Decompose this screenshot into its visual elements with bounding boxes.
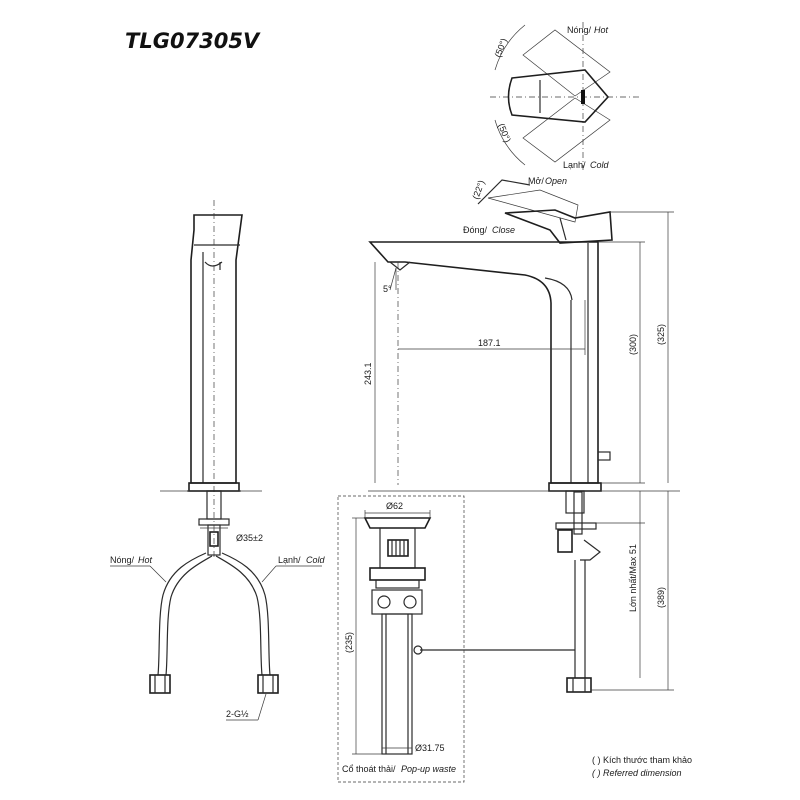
dim-325-label: (325): [656, 324, 666, 345]
hot-angle-label: (50°): [493, 37, 510, 59]
cold-handle-label-en: Cold: [590, 160, 610, 170]
cold-hose-nut: [257, 674, 279, 694]
thread-label: 2-G½: [226, 709, 249, 719]
hot-handle-label-en: Hot: [594, 25, 609, 35]
dim-max51-label: Lớn nhất/Max 51: [628, 544, 638, 612]
handle-top-view: (50°) (50°) Nóng/ Hot Lạnh/ Cold: [490, 22, 640, 170]
cold-hose: [221, 552, 271, 676]
handle-lever-top: [507, 69, 610, 123]
hot-handle-label-vi: Nóng/: [567, 25, 592, 35]
waste-detail-frame: [337, 495, 465, 783]
front-view: Ø35±2 Nóng/ Hot Lạnh/ Cold 2-G½: [110, 200, 326, 721]
cold-angle-label: (50°): [496, 122, 513, 144]
faucet-body-side: [368, 241, 599, 484]
hot-hose-nut: [149, 674, 171, 694]
hole-diameter-label: Ø35±2: [236, 533, 263, 543]
spout-height-label: 243.1: [363, 362, 373, 385]
cold-hose-label-vi: Lạnh/: [278, 555, 301, 565]
side-hose-nut: [566, 677, 592, 693]
waste-length-label: (235): [344, 632, 354, 653]
waste-caption-vi: Cổ thoát thải/: [342, 764, 396, 774]
close-label-en: Close: [492, 225, 515, 235]
close-label-vi: Đóng/: [463, 225, 488, 235]
spout-reach-label: 187.1: [478, 338, 501, 348]
handle-lever-side: [504, 209, 613, 244]
open-label-vi: Mở/: [528, 176, 544, 186]
legend-line-vi: ( ) Kích thước tham khảo: [592, 755, 692, 765]
spout-angle-label: 5°: [383, 284, 392, 294]
pop-up-waste-detail: Ø62 (235) Ø31.75 Cổ thoát thải/ Pop-up w…: [337, 495, 465, 783]
waste-plug: [363, 517, 432, 529]
waste-tailpipe: [381, 613, 413, 755]
waste-bottom-diameter: Ø31.75: [415, 743, 445, 753]
side-base: [548, 482, 602, 492]
cold-hose-label-en: Cold: [306, 555, 326, 565]
waste-caption-en: Pop-up waste: [401, 764, 456, 774]
dim-300-label: (300): [628, 334, 638, 355]
hot-hose-label-en: Hot: [138, 555, 153, 565]
side-view: (22°) Mở/ Open Đóng/ Close 5°: [363, 176, 680, 693]
hot-hose-label-vi: Nóng/: [110, 555, 135, 565]
faucet-body-front: [190, 214, 243, 484]
hot-hose: [157, 552, 207, 676]
waste-top-diameter: Ø62: [386, 501, 403, 511]
model-title: TLG07305V: [125, 29, 261, 53]
dim-389-label: (389): [656, 587, 666, 608]
legend-line-en: ( ) Referred dimension: [592, 768, 682, 778]
cold-handle-label-vi: Lạnh/: [563, 160, 586, 170]
open-label-en: Open: [545, 176, 567, 186]
